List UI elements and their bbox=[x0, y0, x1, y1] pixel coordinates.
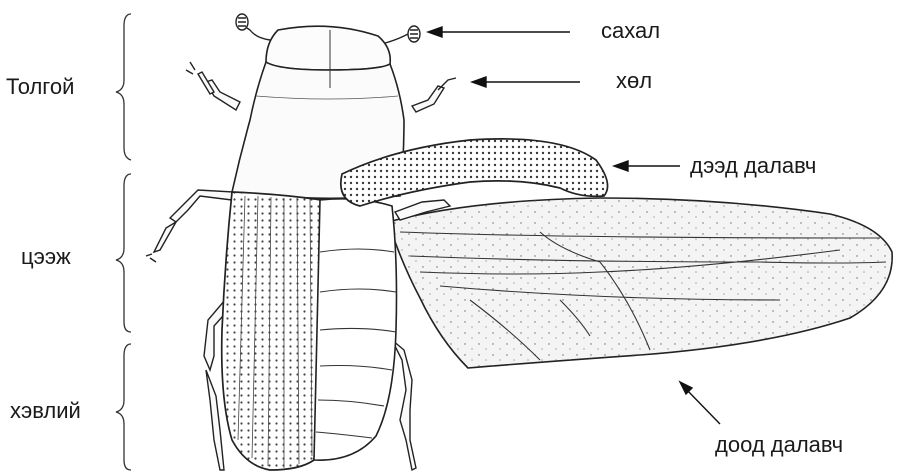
abdomen-segments bbox=[314, 199, 397, 460]
label-head: Толгой bbox=[6, 76, 74, 98]
label-antenna: сахал bbox=[601, 20, 660, 42]
label-forewing: дээд далавч bbox=[690, 155, 816, 177]
label-abdomen: хэвлий bbox=[10, 400, 81, 422]
hind-wing bbox=[388, 198, 892, 368]
label-leg: хөл bbox=[616, 70, 652, 92]
bracket-thorax bbox=[116, 174, 131, 332]
bracket-abdomen bbox=[116, 344, 131, 470]
bracket-head bbox=[116, 14, 131, 160]
left-elytron bbox=[222, 192, 322, 470]
label-hindwing: доод далавч bbox=[715, 434, 843, 456]
label-thorax: цээж bbox=[21, 246, 71, 268]
